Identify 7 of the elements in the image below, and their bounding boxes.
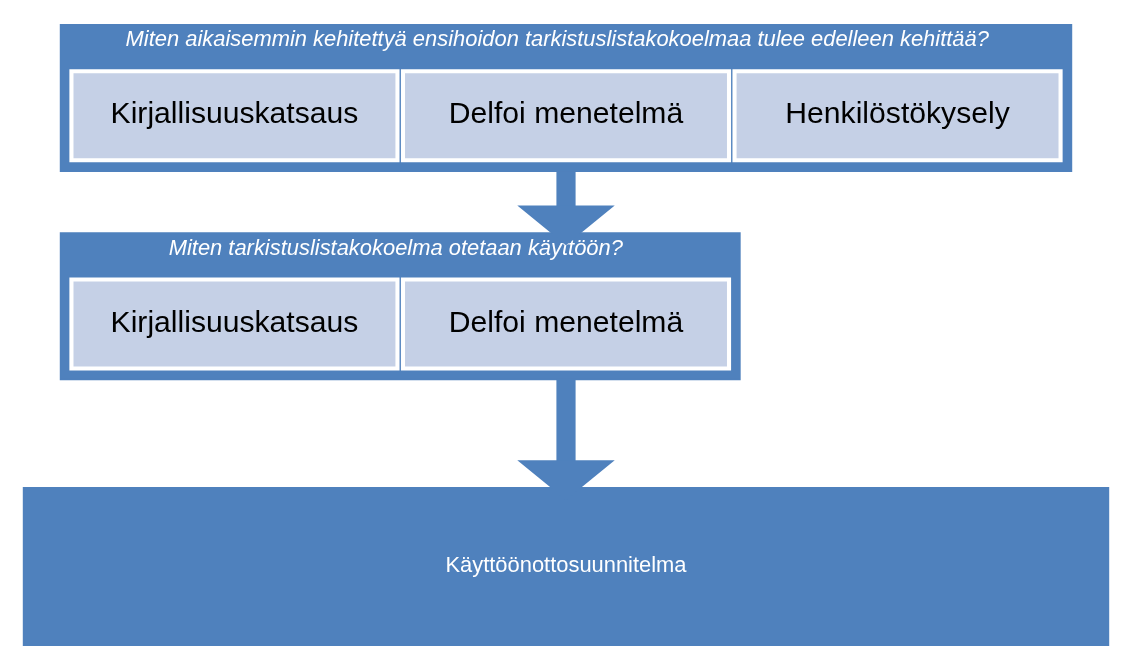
node-box: Kirjallisuuskatsaus [69, 69, 400, 163]
arrow [517, 171, 615, 246]
node-box: Henkilöstökysely [732, 69, 1063, 163]
node-box: Delfoi menetelmä [400, 277, 732, 371]
node-box: Kirjallisuuskatsaus [69, 277, 400, 371]
node-box: Delfoi menetelmä [400, 69, 732, 163]
node-box: Käyttöönottosuunnitelma [22, 487, 1110, 646]
